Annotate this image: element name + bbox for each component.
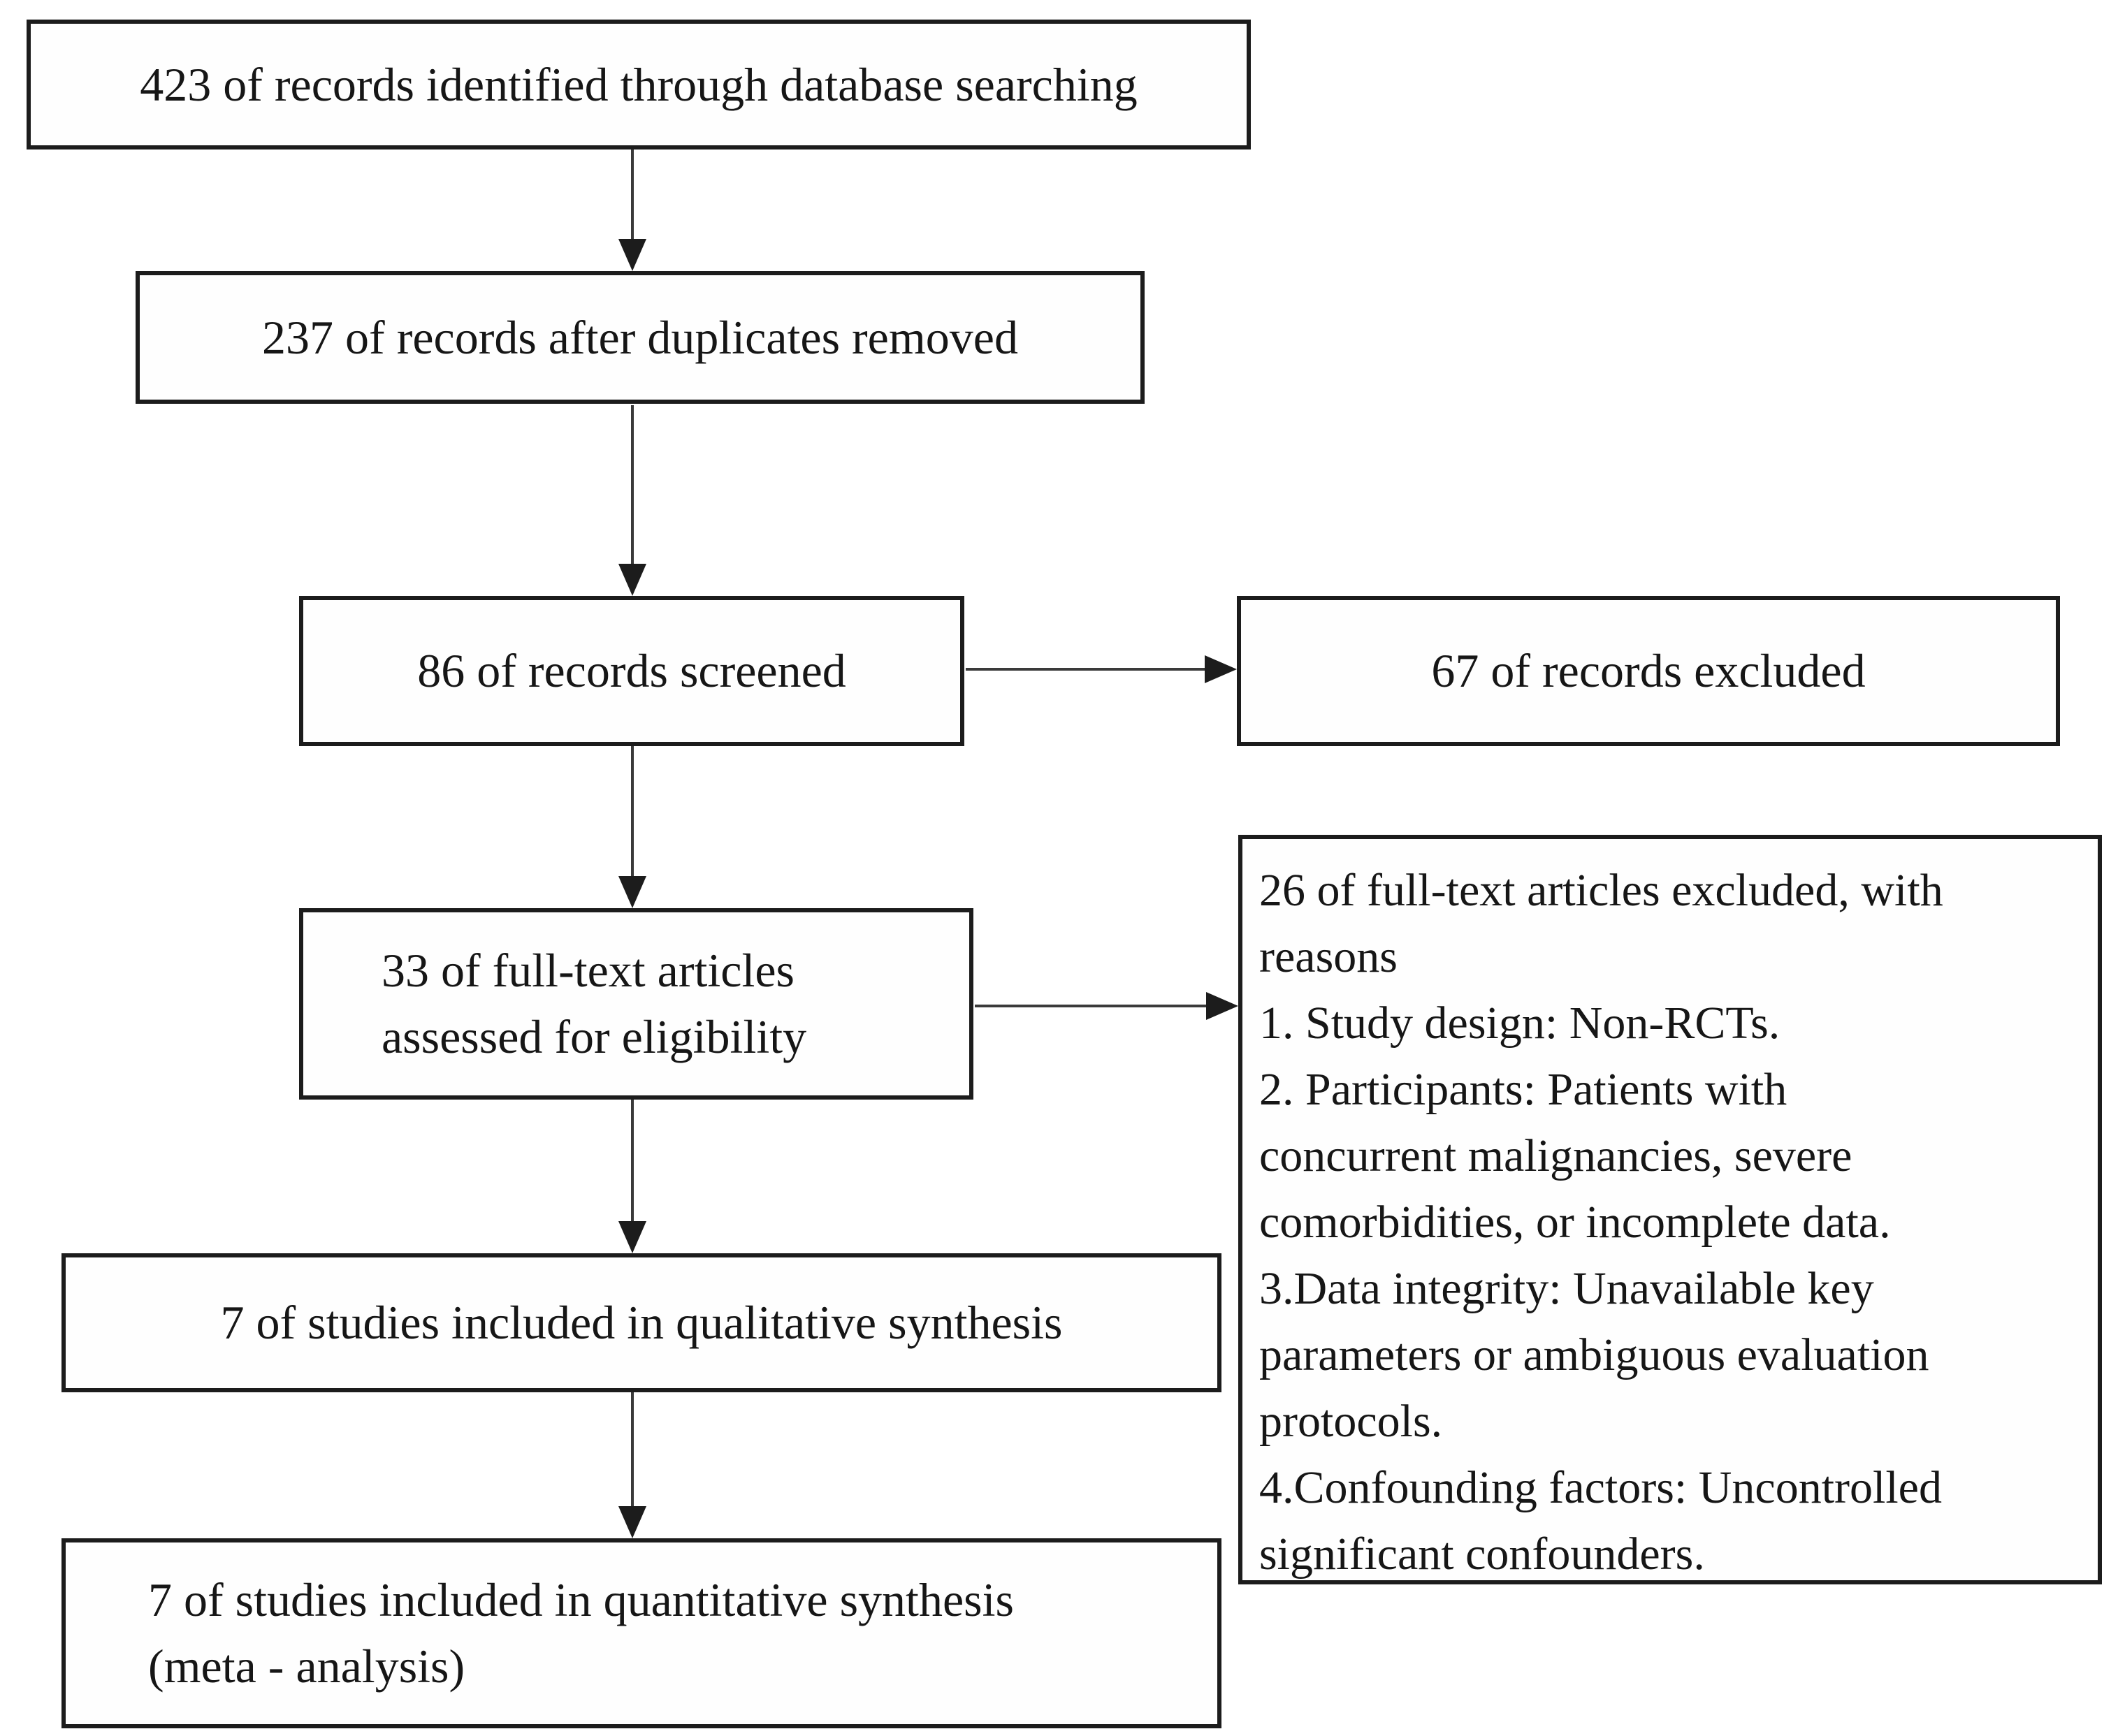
arrow-down-icon bbox=[618, 1506, 646, 1538]
arrow-screened-to-fulltext bbox=[618, 746, 646, 908]
box-records-excluded-label: 67 of records excluded bbox=[1431, 644, 1866, 697]
arrow-right-icon bbox=[1205, 655, 1237, 683]
excluded-reason-2: 2. Participants: Patients with concurren… bbox=[1259, 1064, 1891, 1248]
arrow-qualitative-to-quantitative bbox=[618, 1392, 646, 1538]
box-fulltext-assessed: 33 of full-text articles assessed for el… bbox=[299, 908, 973, 1100]
arrow-screened-to-excluded bbox=[966, 655, 1237, 683]
box-qualitative-synthesis-label: 7 of studies included in qualitative syn… bbox=[220, 1296, 1063, 1349]
arrow-shaft bbox=[631, 149, 634, 246]
arrow-down-icon bbox=[618, 239, 646, 271]
box-fulltext-assessed-label: 33 of full-text articles assessed for el… bbox=[382, 944, 807, 1063]
excluded-reason-1: 1. Study design: Non-RCTs. bbox=[1259, 998, 1780, 1049]
box-quantitative-synthesis-label: 7 of studies included in quantitative sy… bbox=[148, 1573, 1014, 1693]
box-records-identified-label: 423 of records identified through databa… bbox=[140, 57, 1138, 111]
arrow-shaft bbox=[631, 405, 634, 571]
arrow-fulltext-to-qualitative bbox=[618, 1100, 646, 1253]
arrow-down-icon bbox=[618, 564, 646, 596]
arrow-down-icon bbox=[618, 876, 646, 908]
box-fulltext-excluded-reasons: 26 of full-text articles excluded, with … bbox=[1238, 835, 2102, 1584]
excluded-reason-4: 4.Confounding factors: Uncontrolled sign… bbox=[1259, 1462, 1942, 1580]
arrow-fulltext-to-reasons bbox=[975, 992, 1238, 1020]
box-records-excluded: 67 of records excluded bbox=[1237, 596, 2060, 746]
arrow-shaft bbox=[966, 668, 1212, 671]
arrow-shaft bbox=[975, 1005, 1213, 1007]
box-records-screened: 86 of records screened bbox=[299, 596, 964, 746]
excluded-reasons-heading: 26 of full-text articles excluded, with … bbox=[1259, 865, 1943, 982]
arrow-shaft bbox=[631, 1392, 634, 1513]
box-records-screened-label: 86 of records screened bbox=[417, 644, 846, 697]
box-duplicates-removed-label: 237 of records after duplicates removed bbox=[262, 310, 1018, 364]
box-records-identified: 423 of records identified through databa… bbox=[27, 20, 1251, 149]
arrow-shaft bbox=[631, 1100, 634, 1228]
box-duplicates-removed: 237 of records after duplicates removed bbox=[136, 271, 1145, 404]
arrow-down-icon bbox=[618, 1221, 646, 1253]
box-qualitative-synthesis: 7 of studies included in qualitative syn… bbox=[61, 1253, 1221, 1392]
arrow-duplicates-to-screened bbox=[618, 405, 646, 596]
excluded-reason-3: 3.Data integrity: Unavailable key parame… bbox=[1259, 1263, 1929, 1447]
box-quantitative-synthesis: 7 of studies included in quantitative sy… bbox=[61, 1538, 1221, 1728]
arrow-identified-to-duplicates bbox=[618, 149, 646, 271]
arrow-right-icon bbox=[1206, 992, 1238, 1020]
arrow-shaft bbox=[631, 746, 634, 883]
